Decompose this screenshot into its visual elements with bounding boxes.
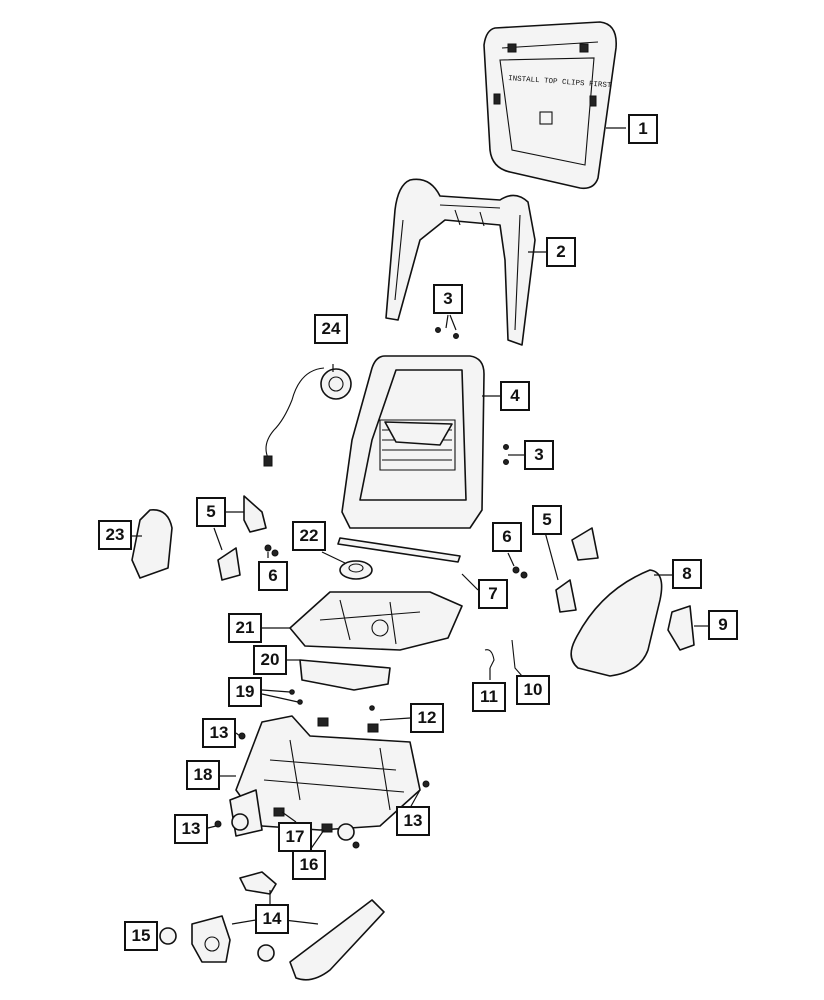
cushion-pan bbox=[289, 591, 463, 651]
leader-lines bbox=[130, 127, 708, 925]
cross-rod bbox=[337, 537, 461, 563]
callout-1: 1 bbox=[628, 114, 658, 144]
clip-17 bbox=[273, 807, 285, 817]
cushion-bracket bbox=[299, 659, 391, 691]
cap-15 bbox=[159, 927, 177, 945]
back-bracket-right-lower bbox=[555, 579, 577, 613]
adjuster-cover-left bbox=[239, 871, 277, 895]
callout-22: 22 bbox=[292, 521, 326, 551]
callout-3b: 3 bbox=[524, 440, 554, 470]
callout-2: 2 bbox=[546, 237, 576, 267]
callout-9: 9 bbox=[708, 610, 738, 640]
back-bracket-left bbox=[243, 495, 267, 533]
callout-6-right: 6 bbox=[492, 522, 522, 552]
callout-3: 3 bbox=[433, 284, 463, 314]
clip-12 bbox=[317, 717, 329, 727]
callout-18: 18 bbox=[186, 760, 220, 790]
side-shield bbox=[570, 569, 663, 677]
seat-side-trim-left bbox=[131, 509, 173, 579]
callout-6-left: 6 bbox=[258, 561, 288, 591]
callout-13-right: 13 bbox=[396, 806, 430, 836]
callout-16: 16 bbox=[292, 850, 326, 880]
callout-5-left: 5 bbox=[196, 497, 226, 527]
callout-14: 14 bbox=[255, 904, 289, 934]
adjuster-track-cover bbox=[289, 899, 385, 981]
nut-left bbox=[264, 544, 272, 552]
clip-16 bbox=[321, 823, 333, 833]
callout-20: 20 bbox=[253, 645, 287, 675]
callout-4: 4 bbox=[500, 381, 530, 411]
seat-adjuster bbox=[229, 715, 421, 841]
nut-right bbox=[512, 566, 520, 574]
callout-10: 10 bbox=[516, 675, 550, 705]
callout-24: 24 bbox=[314, 314, 348, 344]
callout-19: 19 bbox=[228, 677, 262, 707]
cushion-motor bbox=[339, 560, 373, 580]
harness-clip-10 bbox=[511, 639, 523, 677]
upper-back-frame bbox=[385, 178, 536, 346]
callout-12: 12 bbox=[410, 703, 444, 733]
callout-11: 11 bbox=[472, 682, 506, 712]
callout-17: 17 bbox=[278, 822, 312, 852]
callout-7: 7 bbox=[478, 579, 508, 609]
callout-23: 23 bbox=[98, 520, 132, 550]
callout-15: 15 bbox=[124, 921, 158, 951]
adjuster-cover-front bbox=[191, 915, 231, 963]
callout-5-right: 5 bbox=[532, 505, 562, 535]
harness-clip-11 bbox=[484, 649, 495, 669]
callout-8: 8 bbox=[672, 559, 702, 589]
callout-13-left: 13 bbox=[174, 814, 208, 844]
lumbar-motor bbox=[263, 367, 352, 467]
back-bracket-left-lower bbox=[217, 547, 241, 581]
back-bracket-right bbox=[571, 527, 599, 561]
seat-back-panel: INSTALL TOP CLIPS FIRST bbox=[483, 21, 617, 190]
seat-back-frame bbox=[341, 355, 509, 529]
callout-21: 21 bbox=[228, 613, 262, 643]
callout-13-top: 13 bbox=[202, 718, 236, 748]
side-shield-cover bbox=[667, 605, 695, 651]
